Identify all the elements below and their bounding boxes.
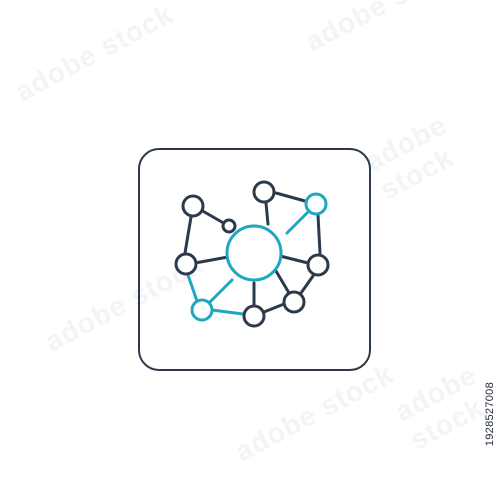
node [252,180,276,204]
bond-line [210,308,245,316]
node [282,290,306,314]
node [304,192,328,216]
bond-line [316,213,322,255]
node [190,298,214,322]
dark-bonds [183,191,322,314]
central-node [225,224,283,282]
accent-bonds [186,211,309,316]
bond-line [208,278,234,304]
frame-outline [138,148,371,371]
accent-nodes [190,192,328,322]
bond-line [193,255,230,265]
bond-line [299,274,315,295]
node [221,218,237,234]
bond-line [186,273,199,303]
bond-line [274,191,307,203]
bond-line [183,215,193,255]
node [242,304,266,328]
bond-line [285,211,309,235]
node [174,252,198,276]
bond-line [278,254,310,265]
dark-nodes [174,180,330,328]
bond-line [264,201,270,226]
node [306,253,330,277]
bond-line [262,302,286,314]
image-id-label: 1928527008 [484,382,496,447]
node [181,194,205,218]
bond-line [274,269,291,295]
